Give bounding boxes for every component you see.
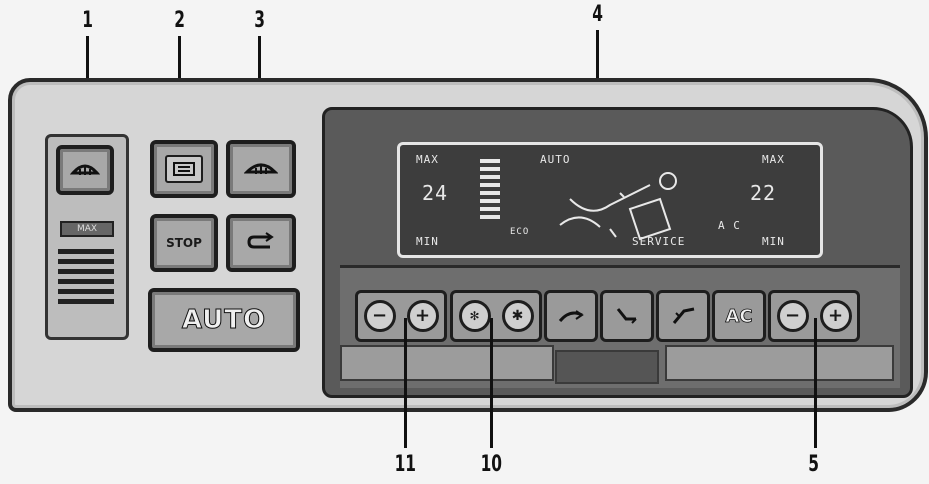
lcd-max-right: MAX: [762, 153, 785, 166]
lcd-eco: ECO: [510, 227, 530, 237]
airflow-feet-icon: [616, 308, 637, 324]
callout-3: 3: [254, 8, 266, 33]
callout-10: 10: [480, 452, 503, 477]
lcd-temp-left: 24: [422, 181, 449, 205]
lcd-ac: A C: [718, 219, 741, 232]
recirculation-icon: [246, 231, 276, 255]
recirculation-label-plate: MAX: [60, 221, 114, 237]
auto-button-label: AUTO: [181, 305, 267, 336]
lcd-display: MAX 24 MIN AUTO ECO SERVICE MAX 22 A C M…: [397, 142, 823, 258]
air-vent-slot-right: [665, 345, 894, 381]
fan-low-icon[interactable]: ✻: [458, 300, 491, 332]
minus-label: −: [371, 305, 388, 326]
plus-label: +: [827, 305, 844, 326]
airflow-feet-button[interactable]: [600, 290, 654, 342]
airflow-face-icon: [550, 169, 690, 250]
ac-button[interactable]: AC: [712, 290, 766, 342]
fan-icon[interactable]: ✱: [501, 300, 534, 332]
windshield-defrost-icon: [69, 157, 101, 183]
minus-label: −: [784, 305, 801, 326]
rear-defrost-button[interactable]: [150, 140, 218, 198]
callout-11: 11: [394, 452, 417, 477]
airflow-face-icon: [558, 310, 584, 322]
lcd-min-left: MIN: [416, 235, 439, 248]
callout-1: 1: [82, 8, 94, 33]
airflow-windshield-feet-icon: [672, 307, 695, 324]
temp-right-minus-button[interactable]: −: [776, 300, 809, 332]
fan-speed-button[interactable]: ✻ ✱: [450, 290, 542, 342]
ac-button-label: AC: [725, 305, 753, 327]
callout-2: 2: [174, 8, 186, 33]
fan-speed-bars: [58, 249, 114, 304]
lcd-service: SERVICE: [632, 235, 686, 248]
temp-left-plus-button[interactable]: +: [406, 300, 439, 332]
leader-line-5: [814, 318, 817, 448]
air-vent-slot-left: [340, 345, 554, 381]
lcd-temp-right: 22: [750, 181, 777, 205]
stop-button-label: STOP: [166, 236, 202, 250]
temp-right-plus-button[interactable]: +: [819, 300, 852, 332]
stop-button[interactable]: STOP: [150, 214, 218, 272]
airflow-windshield-icon: [243, 156, 279, 182]
lcd-max-left: MAX: [416, 153, 439, 166]
rear-defrost-icon: [165, 155, 203, 183]
leader-line-10: [490, 318, 493, 448]
air-vent-slot-center: [555, 350, 659, 384]
temp-left-minus-button[interactable]: −: [363, 300, 396, 332]
plus-label: +: [414, 305, 431, 326]
recirculation-button[interactable]: [226, 214, 296, 272]
airflow-windshield-feet-button[interactable]: [656, 290, 710, 342]
defrost-group: MAX: [45, 134, 129, 340]
auto-button[interactable]: AUTO: [148, 288, 300, 352]
lcd-min-right: MIN: [762, 235, 785, 248]
callout-4: 4: [592, 2, 604, 27]
temp-left-adjust-button[interactable]: − +: [355, 290, 447, 342]
leader-line-11: [404, 318, 407, 448]
windshield-airflow-button[interactable]: [226, 140, 296, 198]
callout-5: 5: [808, 452, 820, 477]
airflow-face-button[interactable]: [544, 290, 598, 342]
windshield-defrost-button[interactable]: [56, 145, 114, 195]
lcd-auto: AUTO: [540, 153, 571, 166]
